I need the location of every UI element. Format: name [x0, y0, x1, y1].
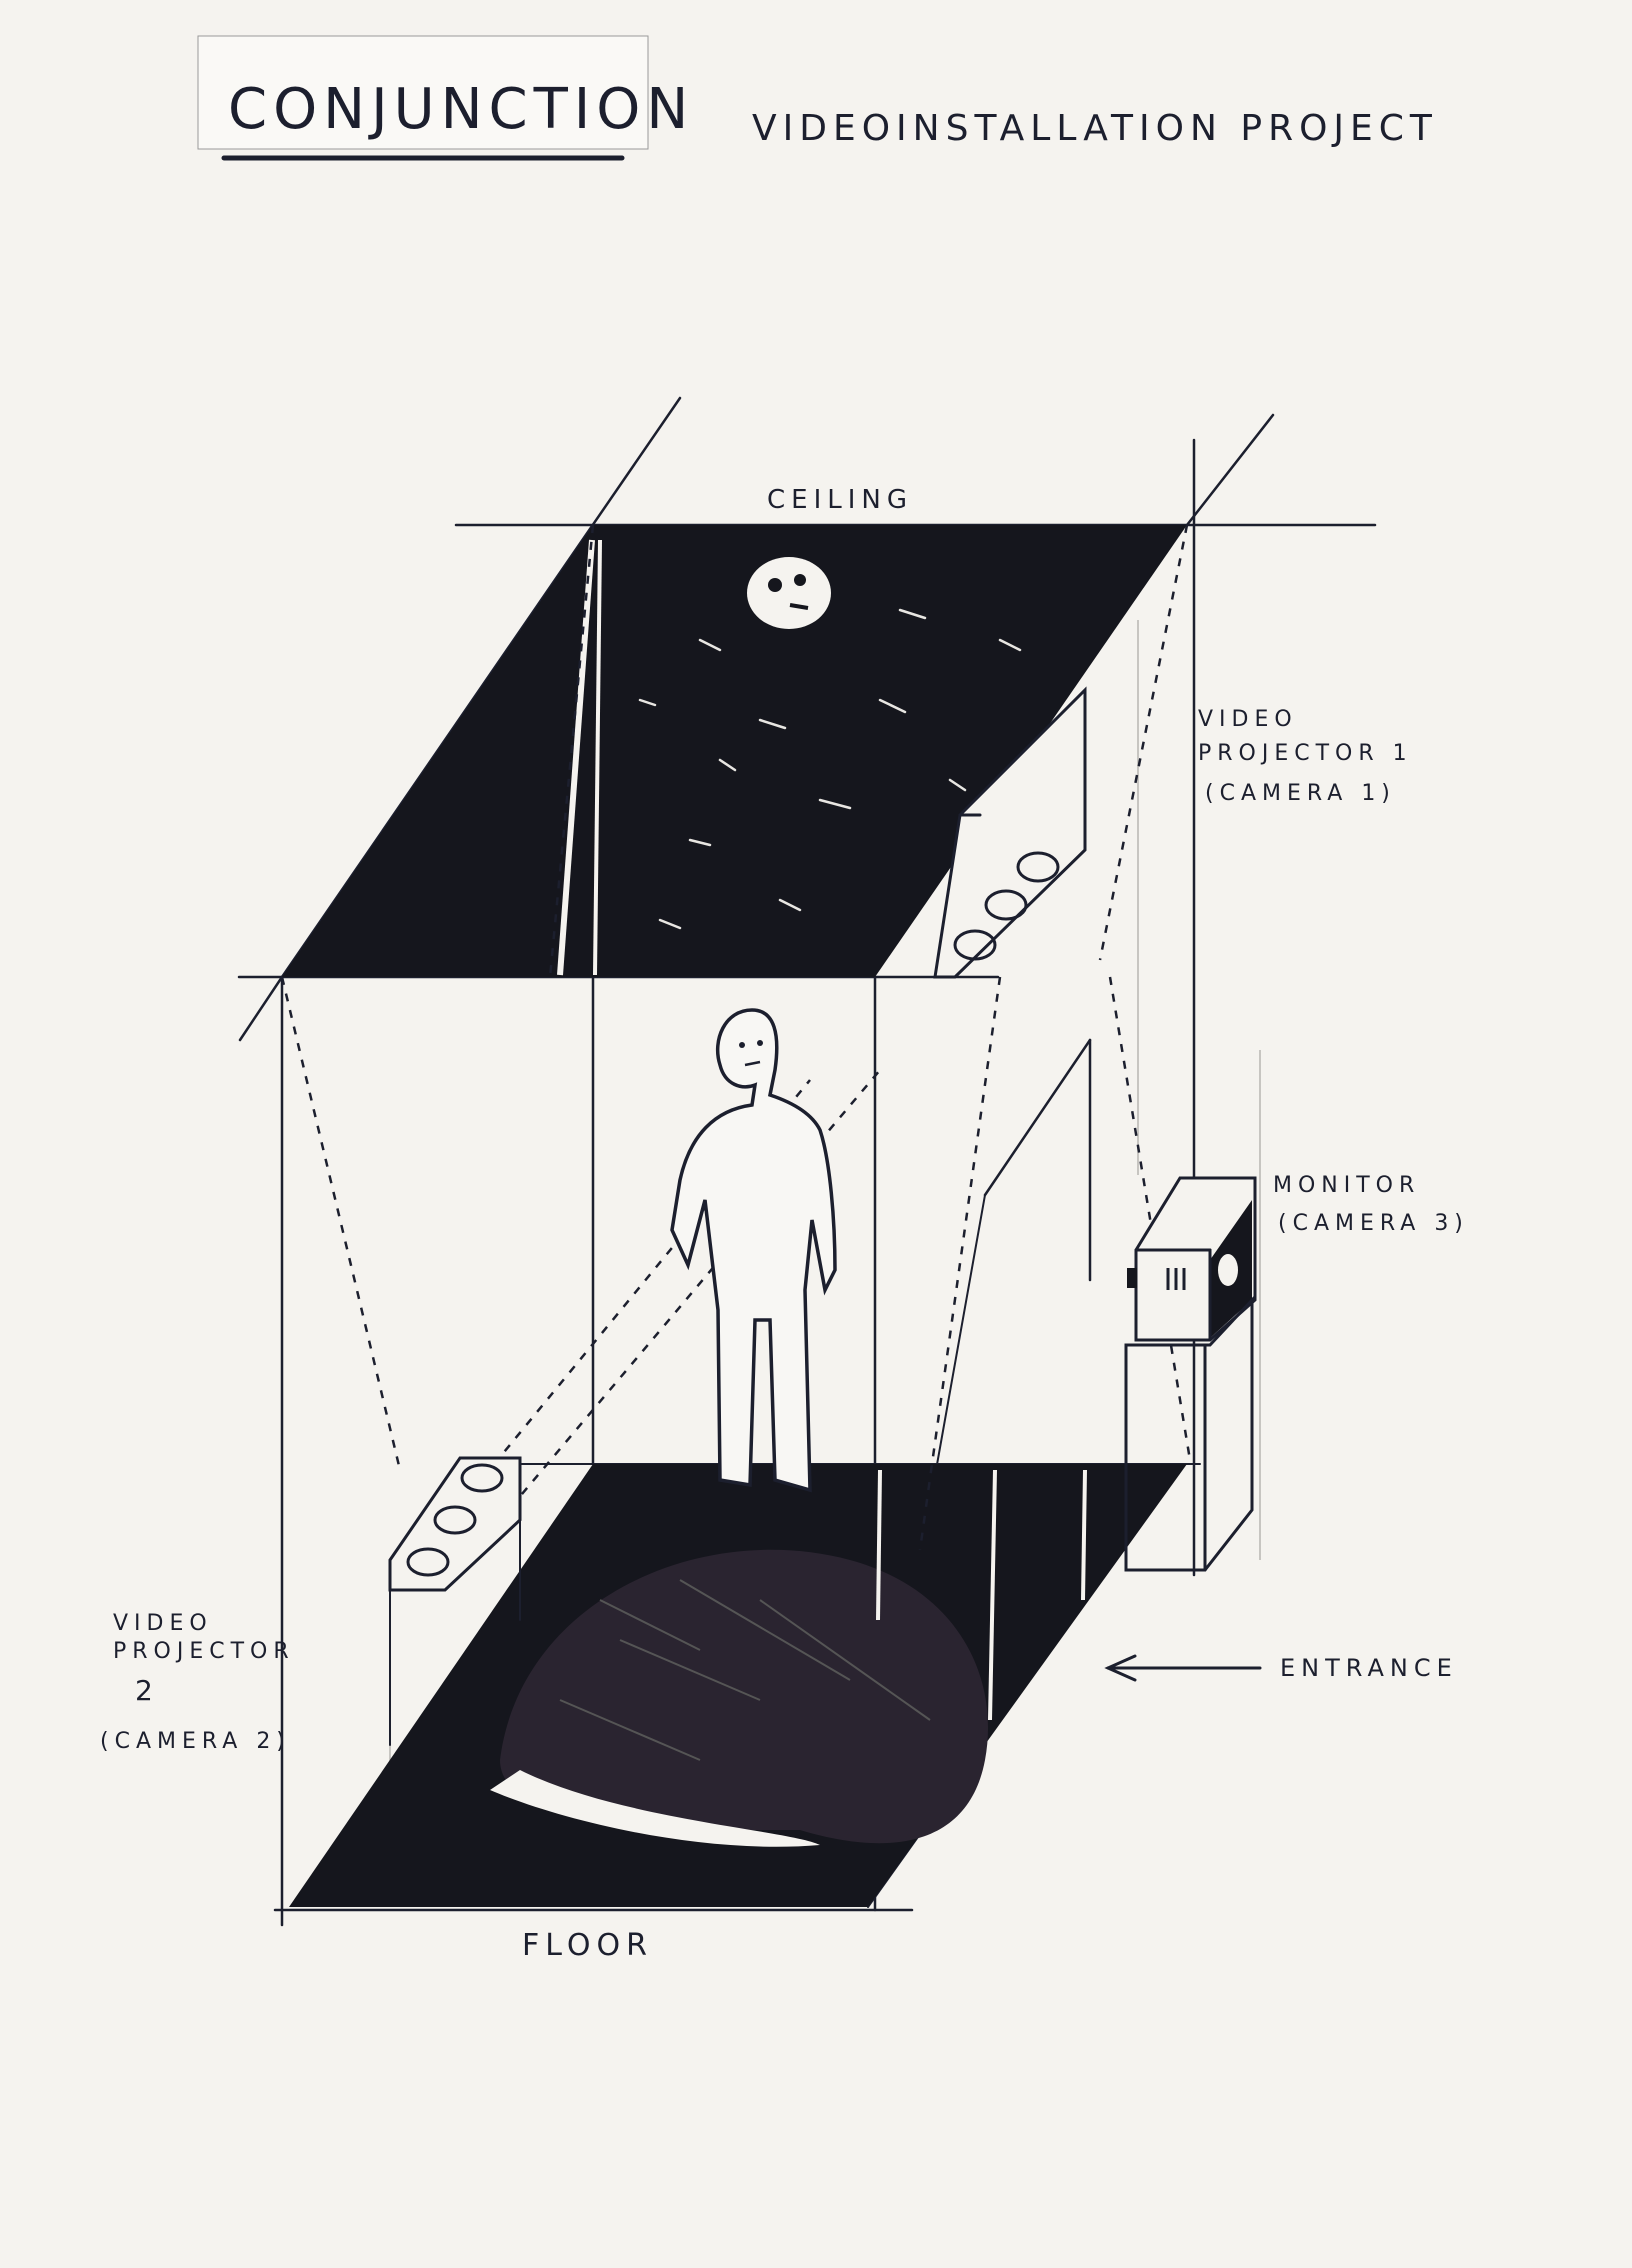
- title: CONJUNCTION: [228, 77, 694, 142]
- projector-2-label-line3: 2: [135, 1674, 159, 1707]
- projector-1-label-line1: VIDEO: [1198, 707, 1298, 732]
- video-projector-1: [933, 686, 1087, 979]
- projector-2-label-line4: (CAMERA 2): [100, 1729, 291, 1754]
- title-box: [197, 35, 649, 150]
- ceiling-plane: [282, 525, 1187, 977]
- monitor: [1124, 1176, 1257, 1572]
- monitor-label: MONITOR (CAMERA 3): [1273, 1173, 1469, 1236]
- entrance-label: ENTRANCE: [1280, 1654, 1458, 1682]
- projector-2-label: VIDEO PROJECTOR 2 (CAMERA 2): [100, 1611, 308, 1754]
- body-hatching: [559, 1579, 931, 1761]
- subtitle: VIDEOINSTALLATION PROJECT: [752, 108, 1438, 149]
- projection-beams: [280, 524, 1192, 1551]
- floor-plane: [289, 1464, 1187, 1907]
- projector-2-label-line1: VIDEO: [113, 1611, 213, 1636]
- floating-face: [747, 557, 831, 629]
- projector-2-label-line2: PROJECTOR: [113, 1639, 295, 1664]
- monitor-label-line1: MONITOR: [1273, 1173, 1420, 1198]
- entrance-arrow: [1104, 1654, 1262, 1682]
- ceiling-label: CEILING: [767, 485, 913, 515]
- projector-1-label-line3: (CAMERA 1): [1205, 781, 1396, 806]
- projector-1-label-line2: PROJECTOR 1: [1198, 741, 1413, 766]
- video-projector-2: [388, 1456, 522, 1746]
- standing-person: [670, 1008, 837, 1493]
- projector-1-label: VIDEO PROJECTOR 1 (CAMERA 1): [1198, 707, 1426, 806]
- monitor-label-line2: (CAMERA 3): [1278, 1211, 1469, 1236]
- floor-label: FLOOR: [522, 1928, 653, 1963]
